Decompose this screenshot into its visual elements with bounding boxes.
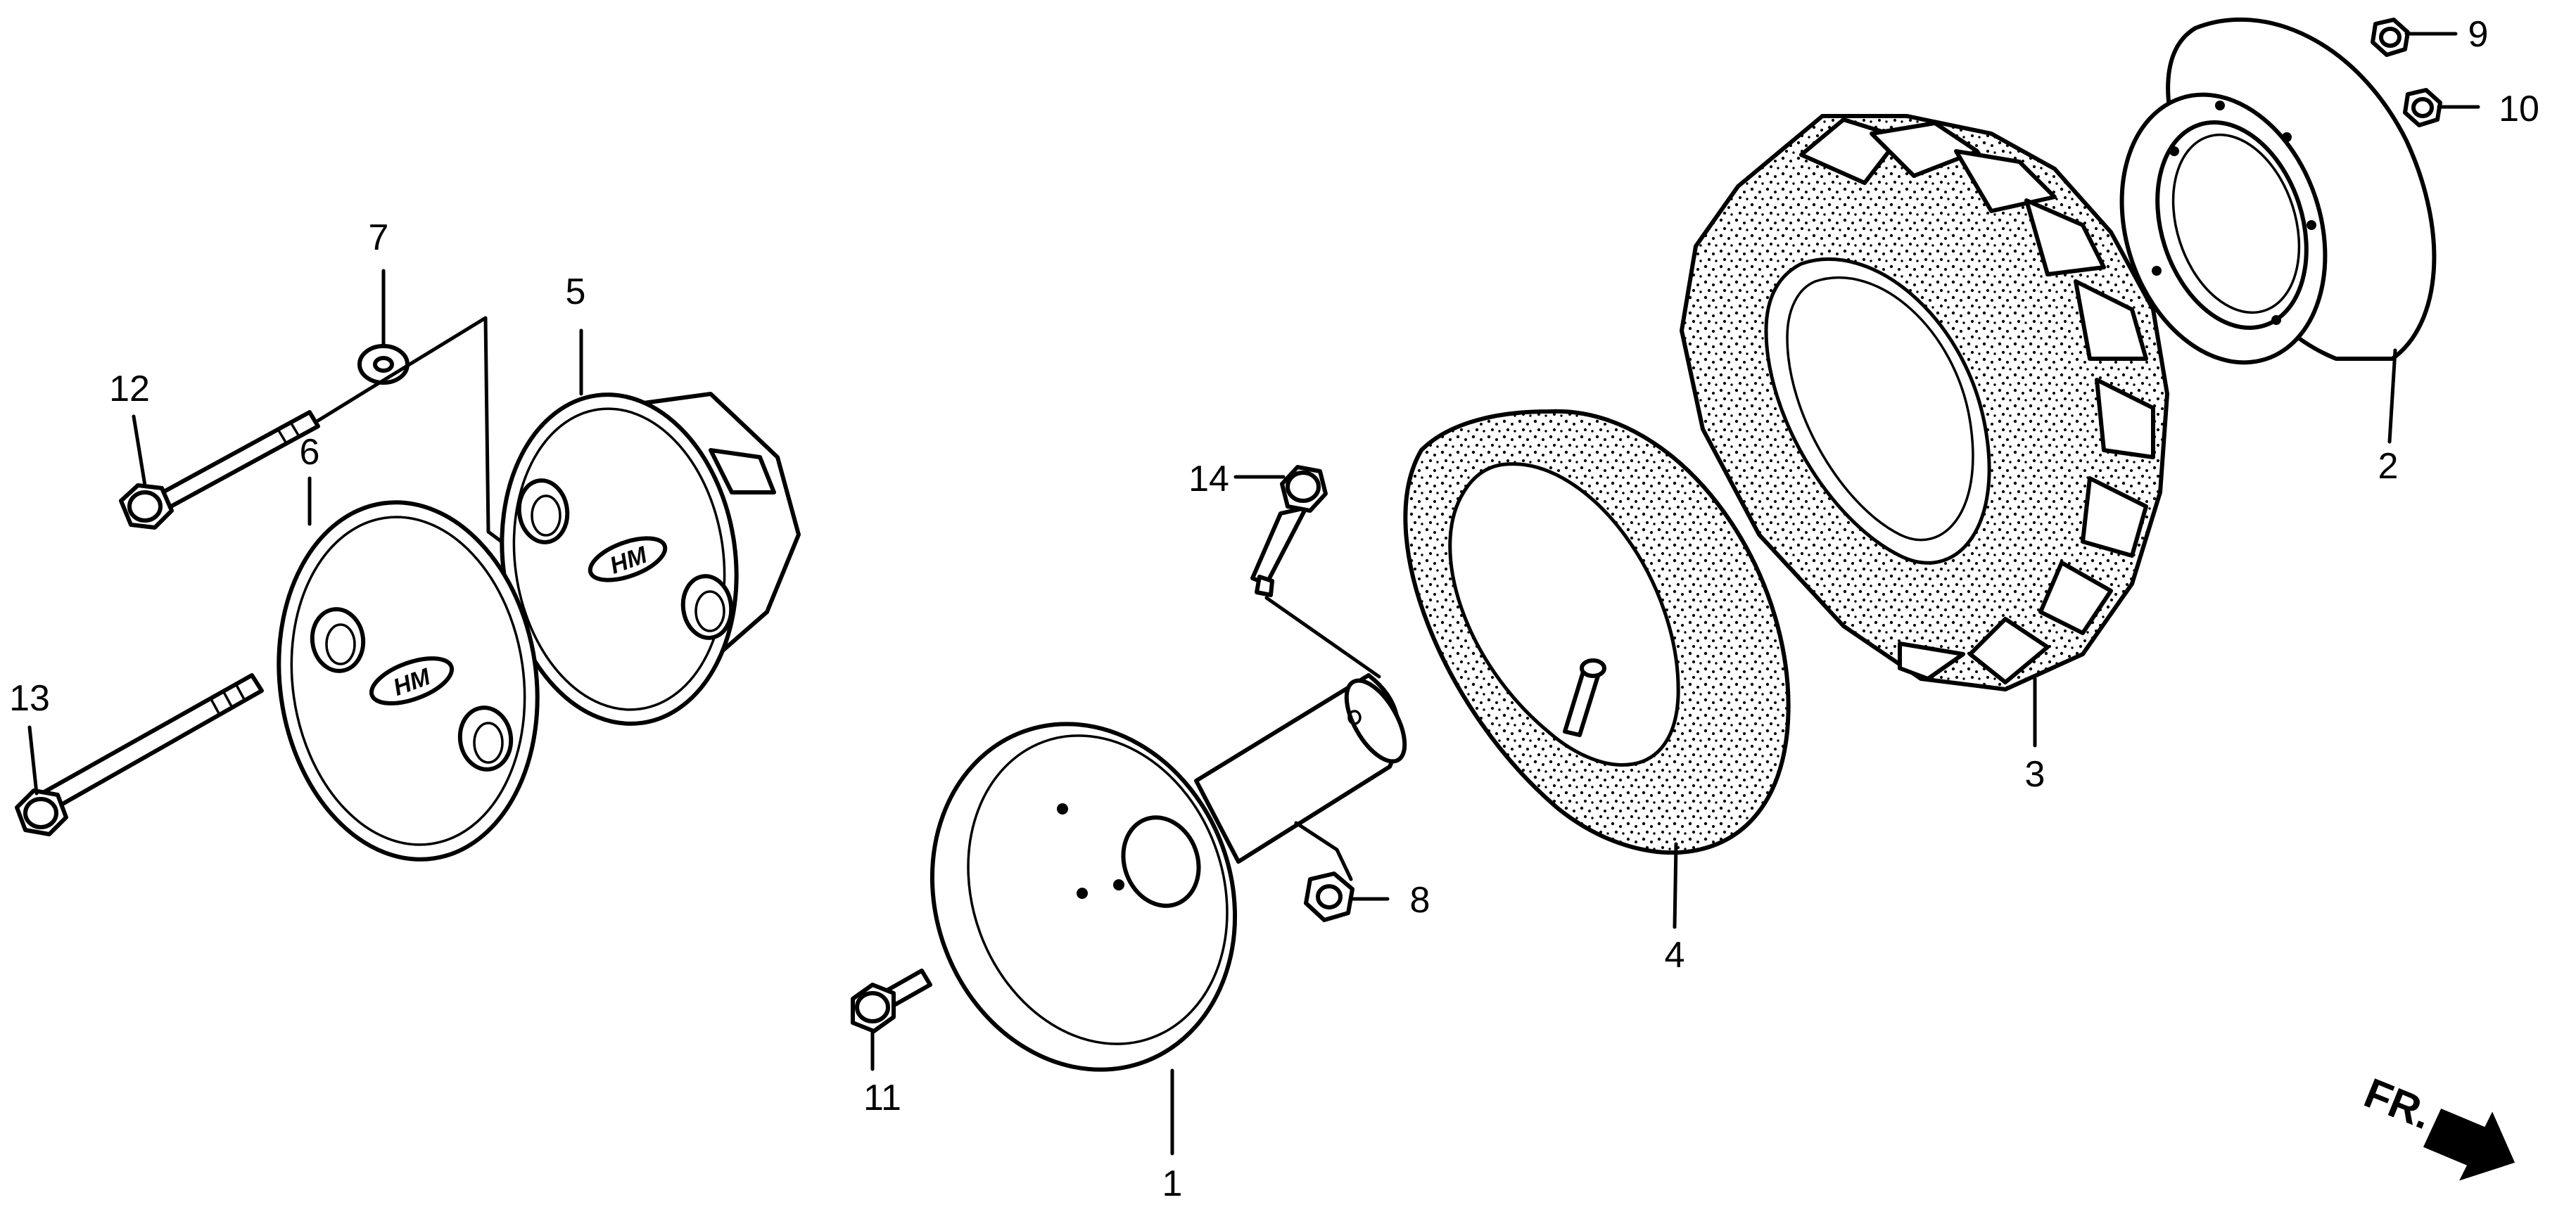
part-3-tire xyxy=(1679,114,2170,692)
part-13-long-bolt xyxy=(15,673,264,836)
callout-3: 3 xyxy=(2025,754,2045,795)
callout-6: 6 xyxy=(300,432,320,473)
callout-8: 8 xyxy=(1410,880,1430,921)
front-direction-indicator: FR. xyxy=(2358,1069,2515,1181)
part-8-nut xyxy=(1304,871,1354,922)
part-2-wheel-rim xyxy=(2119,17,2437,365)
leader-14-to-axle xyxy=(1264,596,1381,679)
part-4-inner-tube xyxy=(1403,409,1791,855)
leader-bracket-7-12 xyxy=(316,316,524,559)
callout-13: 13 xyxy=(9,678,50,719)
part-12-bolt xyxy=(119,410,320,530)
direction-label: FR. xyxy=(2358,1069,2439,1138)
leader-8-to-axle xyxy=(1294,821,1353,881)
callout-1: 1 xyxy=(1162,1163,1183,1204)
direction-arrow-icon xyxy=(2423,1109,2515,1181)
part-10-nut xyxy=(2403,88,2442,127)
callout-7: 7 xyxy=(369,217,389,258)
part-7-washer xyxy=(357,344,410,385)
callout-4: 4 xyxy=(1665,935,1685,976)
part-14-bolt xyxy=(1250,465,1328,597)
callout-2: 2 xyxy=(2378,446,2399,487)
callout-labels: 1 2 3 4 5 6 7 8 9 10 11 12 13 14 xyxy=(9,14,2539,1204)
callout-5: 5 xyxy=(566,272,586,312)
callout-14: 14 xyxy=(1188,459,1229,499)
part-9-nut xyxy=(2371,18,2410,57)
part-6-hub-cap-front: HM xyxy=(277,500,540,862)
part-5-hub-cap-rear: HM xyxy=(500,392,801,726)
callout-11: 11 xyxy=(863,1078,901,1118)
leader-lines xyxy=(27,32,2480,1156)
callout-12: 12 xyxy=(109,369,150,409)
part-1-wheel-disc-axle xyxy=(929,673,1407,1072)
part-11-bolt xyxy=(851,969,932,1033)
callout-10: 10 xyxy=(2499,89,2539,129)
callout-9: 9 xyxy=(2468,14,2489,55)
